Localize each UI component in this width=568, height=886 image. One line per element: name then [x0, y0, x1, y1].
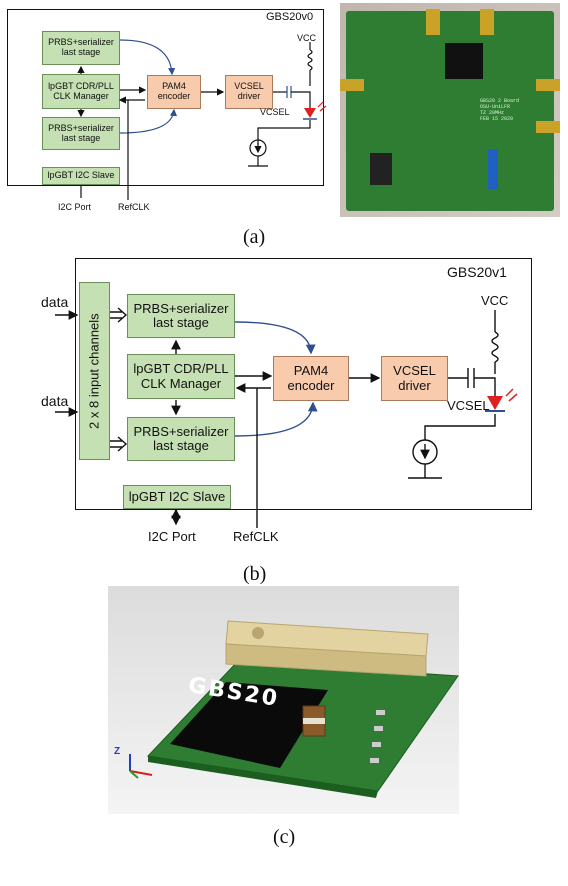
vcsel-label-b: VCSEL	[447, 398, 490, 413]
gbs20v1-frame	[75, 258, 532, 510]
refclk-label-a: RefCLK	[118, 202, 150, 212]
prbs-bottom-block-b: PRBS+serializer last stage	[127, 417, 235, 461]
z-axis-label: Z	[114, 746, 121, 757]
cdr-block-b: lpGBT CDR/PLL CLK Manager	[127, 354, 235, 399]
prbs-bottom-block-a: PRBS+serializer last stage	[42, 117, 120, 150]
caption-b: (b)	[243, 563, 267, 585]
prbs-top-block-a: PRBS+serializer last stage	[42, 31, 120, 65]
caption-c: (c)	[273, 826, 296, 848]
pam4-encoder-block-a: PAM4 encoder	[147, 75, 201, 109]
vcc-label-b: VCC	[481, 293, 509, 308]
header-connector	[370, 153, 392, 185]
board-3d-render	[129, 620, 459, 798]
render-viewport: GBS20 Z	[108, 586, 459, 814]
gbs20v0-title: GBS20v0	[266, 11, 314, 23]
serdes-chip	[445, 43, 483, 79]
data-label-top: data	[41, 294, 69, 310]
input-channels-block: 2 x 8 input channels	[79, 282, 110, 460]
silkscreen-line-3: TZ 20MHz	[480, 110, 505, 116]
panel-b-wiring	[55, 307, 518, 528]
vcsel-label-a: VCSEL	[260, 107, 290, 117]
silkscreen-line-4: FEB 15 2020	[480, 116, 514, 122]
blue-pin-header	[488, 149, 498, 189]
vcsel-driver-block-a: VCSEL driver	[225, 75, 273, 109]
prbs-top-block-b: PRBS+serializer last stage	[127, 294, 235, 338]
i2c-slave-block-a: lpGBT I2C Slave	[42, 167, 120, 185]
pam4-encoder-block-b: PAM4 encoder	[273, 356, 349, 401]
data-label-bottom: data	[41, 393, 69, 409]
silkscreen-line-2: OSU-UniLFR	[480, 104, 511, 110]
gbs20v0-frame	[7, 9, 324, 186]
sma-connector-1	[426, 9, 440, 35]
vcsel-driver-block-b: VCSEL driver	[381, 356, 448, 401]
silkscreen-line-1: GBS20 2 Board	[480, 98, 520, 104]
caption-a: (a)	[243, 226, 266, 248]
cdr-block-a: lpGBT CDR/PLL CLK Manager	[42, 74, 120, 109]
gbs20-board-photo: GBS20 2 Board OSU-UniLFR TZ 20MHz FEB 15…	[340, 3, 560, 217]
i2c-port-label-a: I2C Port	[58, 202, 92, 212]
i2c-port-label-b: I2C Port	[148, 529, 196, 544]
sma-connector-2	[480, 9, 494, 35]
sma-connector-3	[340, 79, 364, 91]
refclk-label-b: RefCLK	[233, 529, 279, 544]
vcc-label-a: VCC	[297, 33, 317, 43]
i2c-slave-block-b: lpGBT I2C Slave	[123, 485, 231, 509]
board-silkscreen: GBS20 2 Board OSU-UniLFR TZ 20MHz FEB 15…	[480, 98, 519, 122]
gbs20v1-title: GBS20v1	[447, 264, 507, 280]
sma-connector-4	[536, 79, 560, 91]
panel-a-wiring	[77, 39, 327, 200]
sma-connector-5	[536, 121, 560, 133]
